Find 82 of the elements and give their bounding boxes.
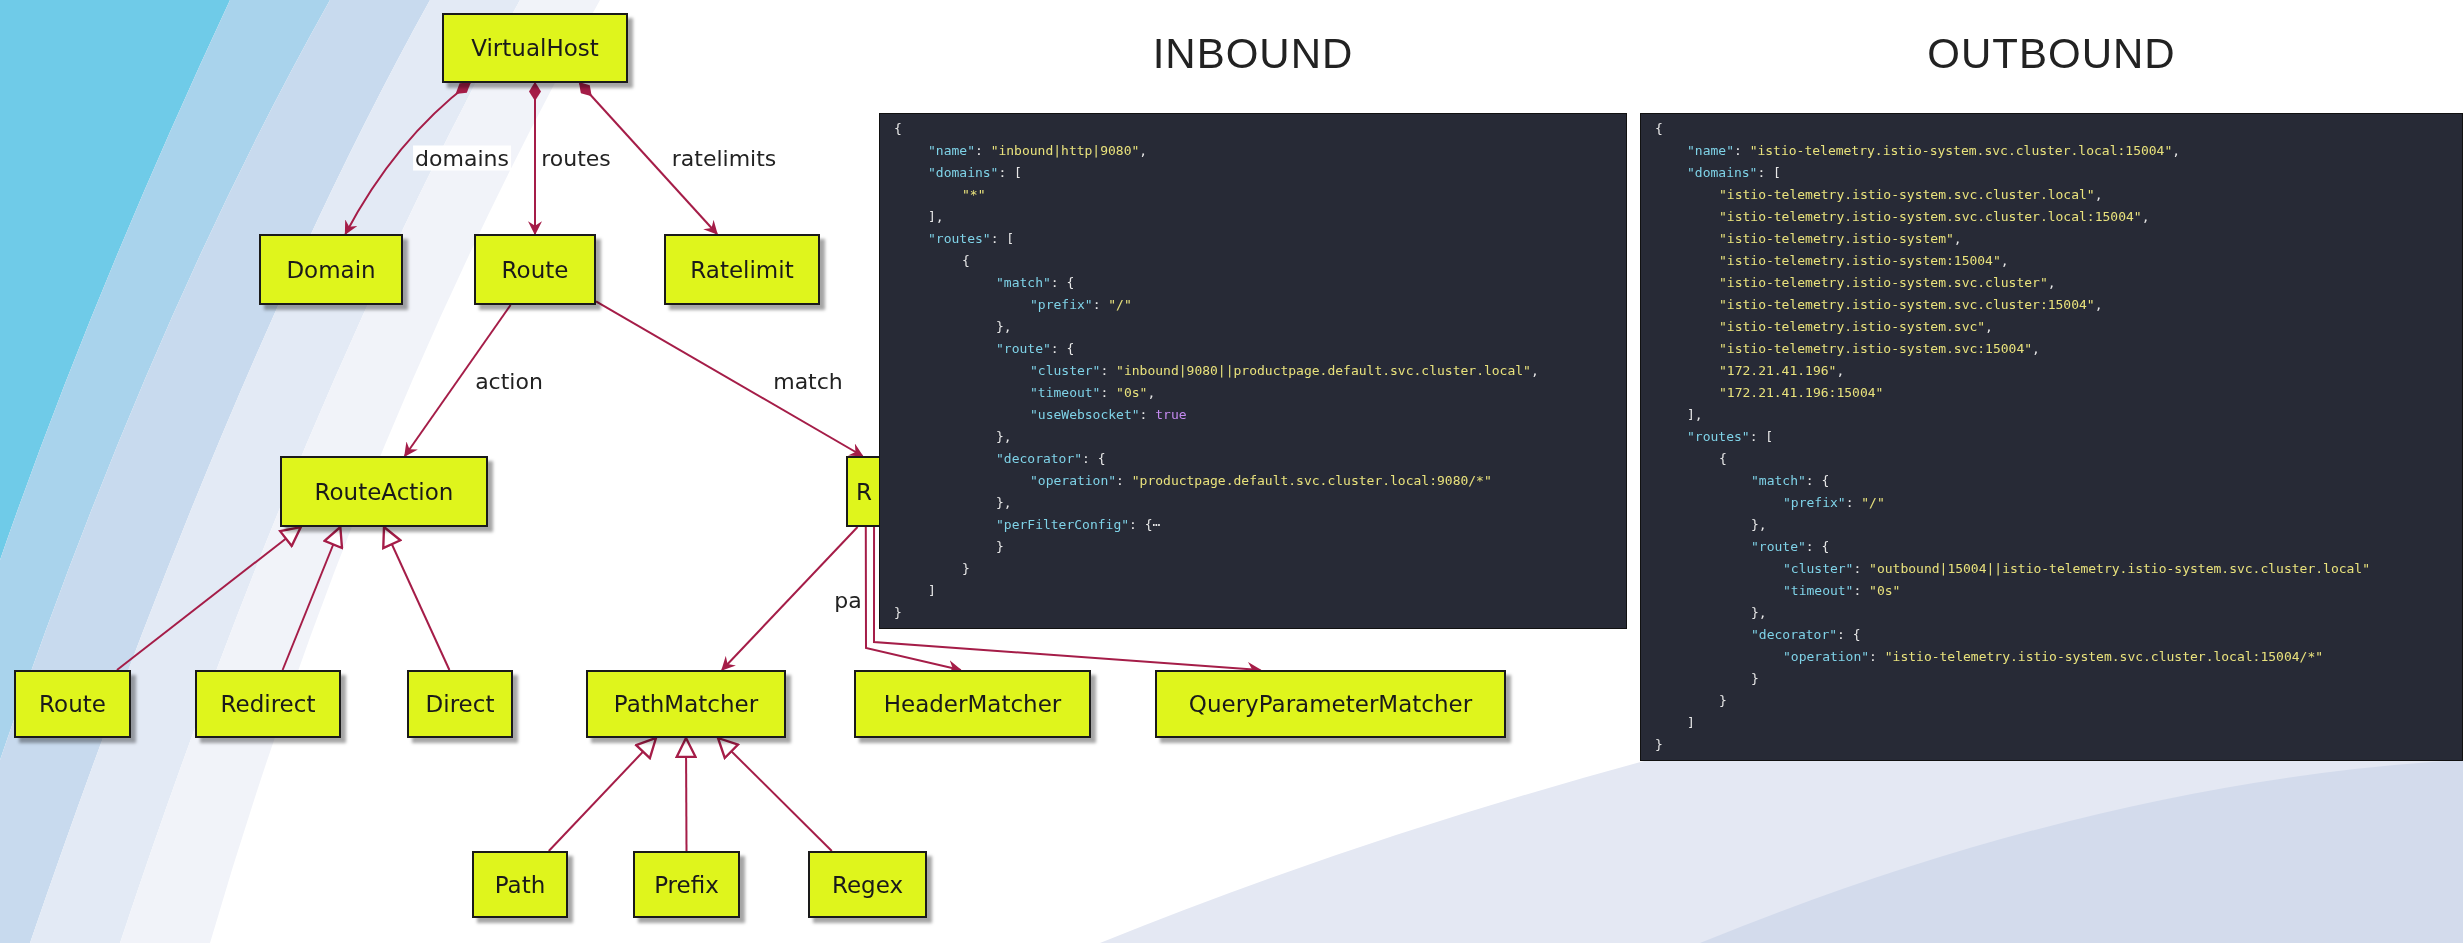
- code-line: "routes": [: [1687, 428, 1774, 446]
- code-line: "prefix": "/": [1783, 494, 1885, 512]
- code-line: "domains": [: [1687, 164, 1781, 182]
- code-line: "172.21.41.196",: [1719, 362, 1845, 380]
- code-line: "name": "istio-telemetry.istio-system.svc.cluster.local:15004",: [1687, 142, 2181, 160]
- code-line: }: [894, 604, 902, 622]
- class-box: HeaderMatcher: [854, 670, 1091, 738]
- code-line: "istio-telemetry.istio-system.svc.cluster:15004",: [1719, 296, 2103, 314]
- code-line: "cluster": "inbound|9080||productpage.default.svc.cluster.local",: [1030, 362, 1539, 380]
- class-box: PathMatcher: [586, 670, 786, 738]
- code-line: "172.21.41.196:15004": [1719, 384, 1884, 402]
- class-box: Regex: [808, 851, 927, 918]
- code-line: },: [996, 428, 1012, 446]
- code-line: }: [1751, 670, 1759, 688]
- code-line: "decorator": {: [996, 450, 1106, 468]
- code-line: "*": [962, 186, 986, 204]
- code-line: "route": {: [1751, 538, 1830, 556]
- code-line: "decorator": {: [1751, 626, 1861, 644]
- code-line: "istio-telemetry.istio-system:15004",: [1719, 252, 2009, 270]
- class-box: Route: [14, 670, 131, 738]
- code-line: "useWebsocket": true: [1030, 406, 1187, 424]
- code-line: }: [996, 538, 1004, 556]
- code-line: ],: [1687, 406, 1703, 424]
- arrow: [403, 304, 512, 457]
- code-line: "istio-telemetry.istio-system.svc.cluster.local",: [1719, 186, 2103, 204]
- class-box: QueryParameterMatcher: [1155, 670, 1506, 738]
- class-box: Domain: [259, 234, 403, 305]
- composition-arrow: [528, 81, 542, 236]
- code-line: "route": {: [996, 340, 1075, 358]
- class-box: Path: [472, 851, 568, 918]
- code-line: "cluster": "outbound|15004||istio-telemetry.istio-system.svc.cluster.local": [1783, 560, 2370, 578]
- code-line: },: [996, 494, 1012, 512]
- code-line: "istio-telemetry.istio-system.svc:15004",: [1719, 340, 2040, 358]
- code-line: "operation": "istio-telemetry.istio-system.svc.cluster.local:15004/*": [1783, 648, 2324, 666]
- composition-arrow: [344, 82, 471, 235]
- code-line: "perFilterConfig": {⋯: [996, 516, 1161, 534]
- code-line: "prefix": "/": [1030, 296, 1132, 314]
- code-line: }: [1655, 736, 1663, 754]
- code-line: "timeout": "0s",: [1030, 384, 1156, 402]
- class-box: RouteAction: [280, 456, 488, 527]
- code-line: {: [962, 252, 970, 270]
- class-box: Direct: [407, 670, 513, 738]
- code-line: "routes": [: [928, 230, 1015, 248]
- code-line: "istio-telemetry.istio-system.svc",: [1719, 318, 1993, 336]
- code-line: "match": {: [1751, 472, 1830, 490]
- code-line: "timeout": "0s": [1783, 582, 1901, 600]
- code-line: "operation": "productpage.default.svc.cluster.local:9080/*": [1030, 472, 1492, 490]
- code-line: },: [996, 318, 1012, 336]
- inheritance-arrow: [281, 525, 344, 671]
- panel-heading: OUTBOUND: [1926, 30, 2177, 78]
- code-line: "istio-telemetry.istio-system.svc.cluster",: [1719, 274, 2056, 292]
- inheritance-arrow: [675, 736, 697, 852]
- code-line: {: [1719, 450, 1727, 468]
- code-line: }: [1719, 692, 1727, 710]
- code-line: {: [1655, 120, 1663, 138]
- code-line: "match": {: [996, 274, 1075, 292]
- class-box: Ratelimit: [664, 234, 820, 305]
- arrow: [721, 526, 859, 671]
- code-line: "istio-telemetry.istio-system.svc.cluster.local:15004",: [1719, 208, 2150, 226]
- code-line: "domains": [: [928, 164, 1022, 182]
- class-box: VirtualHost: [442, 13, 628, 83]
- inheritance-arrow: [115, 525, 302, 671]
- code-line: },: [1751, 604, 1767, 622]
- class-box: Route: [474, 234, 596, 305]
- code-line: }: [962, 560, 970, 578]
- code-line: "istio-telemetry.istio-system",: [1719, 230, 1962, 248]
- composition-arrow: [578, 82, 719, 235]
- inheritance-arrow: [382, 525, 451, 671]
- code-line: },: [1751, 516, 1767, 534]
- class-box: R: [846, 456, 879, 527]
- class-box: Prefix: [633, 851, 740, 918]
- code-line: ]: [1687, 714, 1695, 732]
- inheritance-arrow: [716, 736, 833, 852]
- panel-heading: INBOUND: [1151, 30, 1355, 78]
- class-box: Redirect: [195, 670, 341, 738]
- inheritance-arrow: [547, 736, 658, 852]
- code-line: "name": "inbound|http|9080",: [928, 142, 1148, 160]
- code-line: ],: [928, 208, 944, 226]
- code-line: {: [894, 120, 902, 138]
- arrow: [595, 300, 864, 457]
- code-line: ]: [928, 582, 936, 600]
- edge-label: domains: [413, 145, 511, 171]
